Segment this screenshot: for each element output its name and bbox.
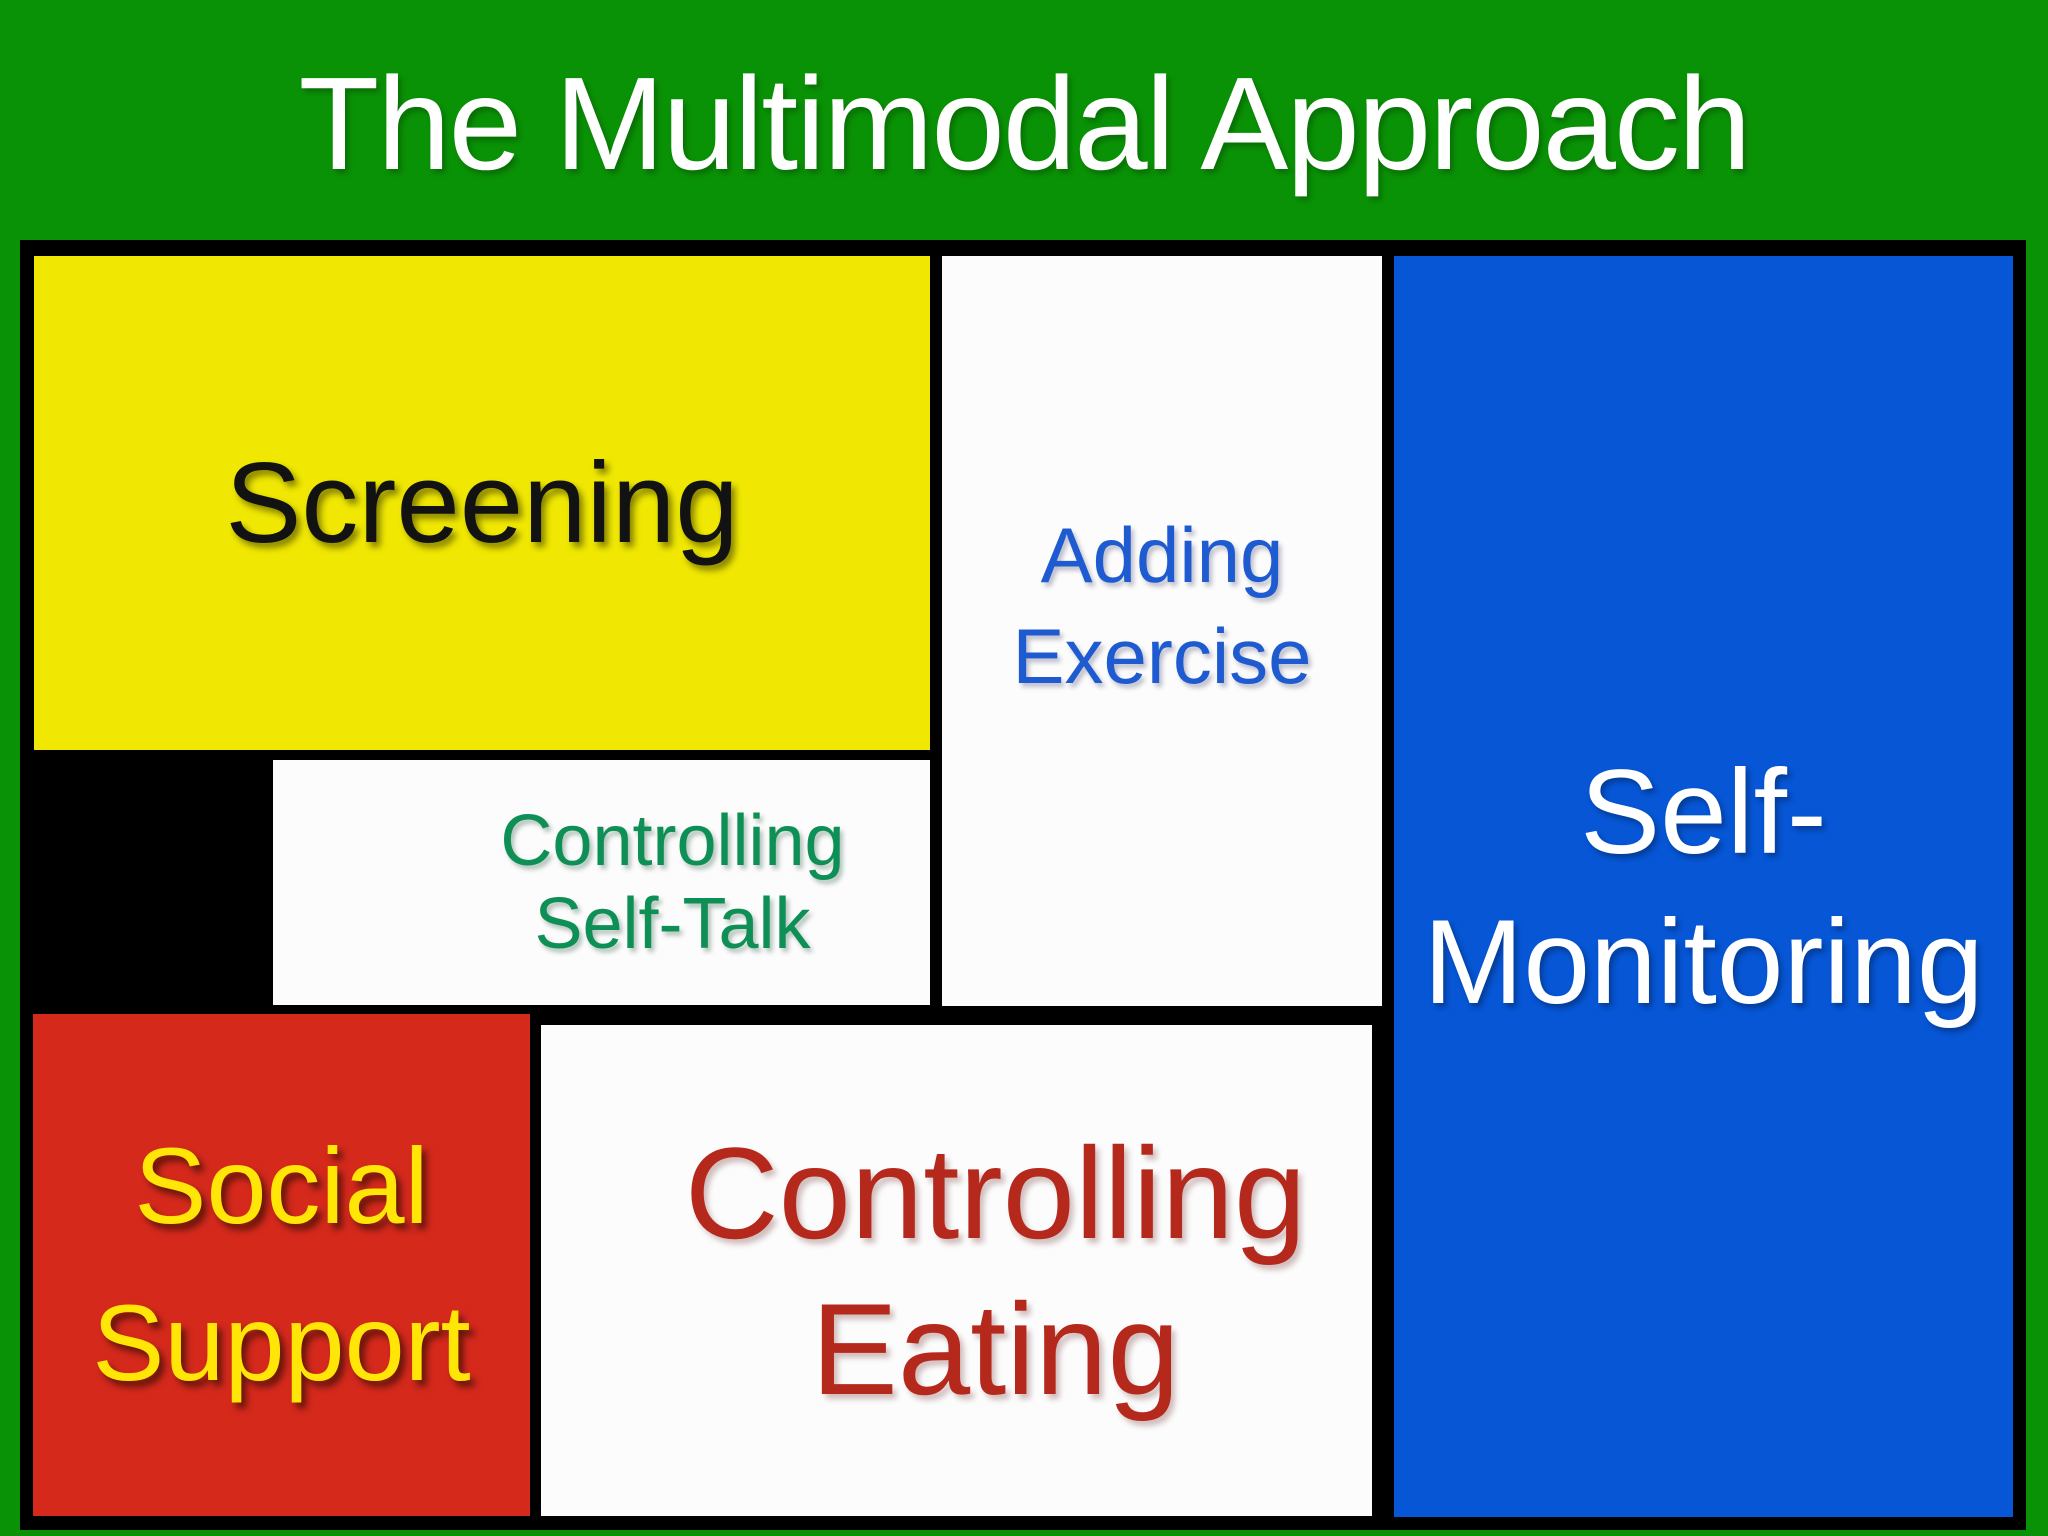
controlling-self-talk-label-line1: Controlling [500, 800, 845, 881]
self-monitoring-box: Self- Monitoring [1394, 256, 2013, 1517]
controlling-self-talk-label-line2: Self-Talk [534, 883, 811, 964]
controlling-eating-box: Controlling Eating [541, 1025, 1372, 1516]
social-support-label-line2: Support [92, 1282, 471, 1403]
controlling-self-talk-box: Controlling Self-Talk [273, 760, 930, 1005]
mosaic-frame: Screening Adding Exercise Self- Monitori… [20, 240, 2026, 1530]
adding-exercise-label-line2: Exercise [1012, 612, 1312, 700]
social-support-box: Social Support [33, 1014, 530, 1516]
adding-exercise-box: Adding Exercise [942, 256, 1382, 1006]
screening-box: Screening [34, 256, 930, 750]
adding-exercise-label-line1: Adding [1040, 510, 1284, 599]
screening-label: Screening [225, 439, 739, 567]
self-monitoring-label-line2: Monitoring [1423, 894, 1984, 1029]
slide-title: The Multimodal Approach [298, 49, 1752, 197]
self-monitoring-label-line1: Self- [1580, 744, 1827, 879]
controlling-eating-label-line1: Controlling [684, 1119, 1307, 1266]
controlling-eating-label-line2: Eating [811, 1275, 1180, 1422]
social-support-label-line1: Social [134, 1125, 429, 1247]
